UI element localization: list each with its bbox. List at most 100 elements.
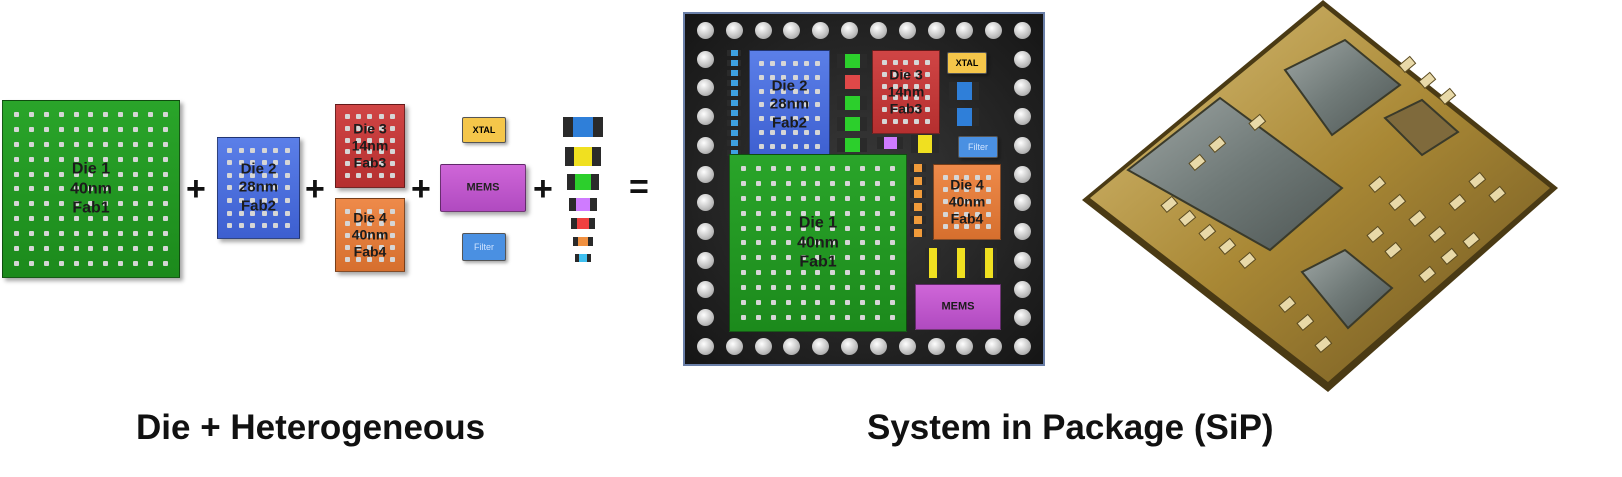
solder-bump [356,160,362,166]
solder-bump [13,126,19,132]
package-pad [956,338,974,355]
solder-bump [28,201,34,207]
solder-bump [770,195,776,201]
solder-bump [881,71,887,77]
solder-bump [28,261,34,267]
package-mems-label: MEMS [916,300,1000,313]
solder-bump [914,106,920,112]
solder-bump [13,261,19,267]
plus-operator: + [186,170,206,208]
solder-bump [845,240,851,246]
solder-bump [781,143,787,149]
solder-bump [133,261,139,267]
solder-bump [815,240,821,246]
solder-bump [378,232,384,238]
caption-right: System in Package (SiP) [867,408,1274,447]
solder-bump [356,220,362,226]
package-cap-yellow-row-2 [953,248,969,278]
sip-module-illustration [1082,0,1558,392]
solder-bump [227,223,233,229]
solder-bump [250,198,256,204]
solder-bump [785,270,791,276]
package-die2-node: 28nm [769,95,810,113]
package-pad [1014,194,1031,212]
solder-bump [378,149,384,155]
die4-fab: Fab4 [353,243,387,260]
solder-bump [800,195,806,201]
sip-smd-components [1160,55,1507,354]
solder-bump [803,116,809,122]
die3-node: 14nm [351,137,389,154]
solder-bump [13,231,19,237]
smd-component [910,190,926,198]
solder-bump [378,220,384,226]
die2-label: Die 2 28nm Fab2 [218,161,299,216]
package-pad [1014,79,1031,97]
solder-bump [163,141,169,147]
solder-bump [367,125,373,131]
sip-smd-part [1188,153,1207,172]
solder-bump [43,231,49,237]
solder-bump [238,223,244,229]
solder-bump [770,143,776,149]
solder-bump [227,172,233,178]
solder-bump [845,255,851,261]
package-pad [898,22,916,39]
solder-bump [785,165,791,171]
package-die1-bump-grid [736,161,900,325]
solder-bump [148,141,154,147]
solder-bump [759,143,765,149]
solder-bump [345,137,351,143]
package-pad [754,22,772,39]
solder-bump [389,137,395,143]
package-pad [869,338,887,355]
solder-bump [942,199,948,205]
solder-bump [803,102,809,108]
solder-bump [781,129,787,135]
solder-bump [803,61,809,67]
solder-bump [770,210,776,216]
solder-bump [43,171,49,177]
solder-bump [389,125,395,131]
solder-bump [73,111,79,117]
solder-bump [58,126,64,132]
solder-bump [378,244,384,250]
solder-bump [830,195,836,201]
package-pad [1014,165,1031,183]
smd-component [910,229,926,237]
solder-bump [890,165,896,171]
solder-bump [73,171,79,177]
smd-component [910,216,926,224]
die4-name: Die 4 [353,209,387,226]
solder-bump [845,270,851,276]
solder-bump [356,232,362,238]
sip-smd-part [1178,209,1197,228]
sip-lower-die [1300,248,1394,330]
solder-bump [356,114,362,120]
solder-bump [227,198,233,204]
solder-bump [815,210,821,216]
package-die2-fab: Fab2 [771,114,807,132]
solder-bump [785,300,791,306]
solder-bump [800,270,806,276]
solder-bump [890,255,896,261]
solder-bump [845,165,851,171]
package-die2-label: Die 2 28nm Fab2 [750,78,829,133]
solder-bump [875,300,881,306]
solder-bump [830,225,836,231]
solder-bump [88,231,94,237]
solder-bump [800,180,806,186]
solder-bump [875,270,881,276]
solder-bump [378,172,384,178]
solder-bump [770,116,776,122]
sip-smd-part [1314,335,1333,354]
solder-bump [890,210,896,216]
solder-bump [770,61,776,67]
solder-bump [367,232,373,238]
solder-bump [942,187,948,193]
solder-bump [953,211,959,217]
solder-bump [378,256,384,262]
die1-name: Die 1 [71,160,111,178]
solder-bump [892,60,898,66]
solder-bump [133,156,139,162]
